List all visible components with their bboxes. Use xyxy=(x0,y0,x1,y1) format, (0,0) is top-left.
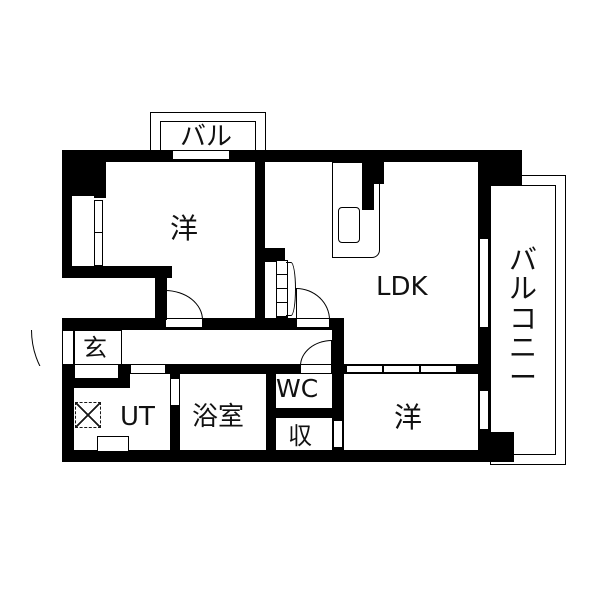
room-label-western-2: 洋 xyxy=(394,401,423,434)
room-label-western-1: 洋 xyxy=(170,212,199,245)
entrance-step xyxy=(74,330,122,366)
wall-corridor-top xyxy=(62,318,344,330)
closet-left-door-1 xyxy=(94,200,103,234)
wall-ut-bath xyxy=(170,364,180,462)
room-label-bathroom: 浴室 xyxy=(192,402,245,432)
shoe-cabinet-door-swing xyxy=(286,262,296,316)
room-label-utility: UT xyxy=(120,402,155,432)
door-storage-frame xyxy=(333,420,343,448)
wall-corridor-bottom xyxy=(62,364,344,374)
balcony-right-label: バ ル コ ニ ー xyxy=(508,243,537,394)
wall-room1-ldk xyxy=(255,150,265,328)
wall-top xyxy=(62,150,522,162)
window-right-room2 xyxy=(479,390,489,430)
wall-bottom xyxy=(62,450,492,462)
washer-pan-icon xyxy=(75,402,101,428)
balcony-right-inner xyxy=(490,185,556,455)
ut-sink xyxy=(97,436,129,452)
sliding-door-1 xyxy=(346,365,383,373)
kitchen-sink xyxy=(338,207,360,243)
wall-wc-storage xyxy=(266,408,344,418)
door-ut-frame xyxy=(130,364,166,374)
door-bath-frame xyxy=(170,378,180,406)
window-top xyxy=(172,150,230,160)
shoe-cabinet-block xyxy=(265,248,285,262)
sliding-door-3 xyxy=(420,365,457,373)
door-ldk-swing xyxy=(296,288,330,320)
entrance-door-frame xyxy=(62,330,74,366)
room-label-entrance: 玄 xyxy=(83,334,107,362)
door-toilet-swing xyxy=(300,340,332,366)
kitchen-wall-stub xyxy=(362,162,374,210)
window-right-ldk xyxy=(479,238,489,328)
room-label-ldk: LDK xyxy=(376,272,428,302)
closet-left xyxy=(72,196,94,266)
room-label-storage: 収 xyxy=(288,422,312,450)
door-room1-swing xyxy=(165,290,203,320)
sliding-door-2 xyxy=(383,365,420,373)
wall-jog-horizontal xyxy=(62,266,172,278)
wall-left-upper xyxy=(62,150,72,278)
closet-left-door-2 xyxy=(94,232,103,266)
room-label-toilet: WC xyxy=(276,374,319,403)
wall-entrance-ut xyxy=(74,378,130,388)
balcony-top-label: バル xyxy=(180,122,233,152)
wall-ut-step xyxy=(118,364,130,388)
wall-jog-vertical xyxy=(155,266,167,328)
